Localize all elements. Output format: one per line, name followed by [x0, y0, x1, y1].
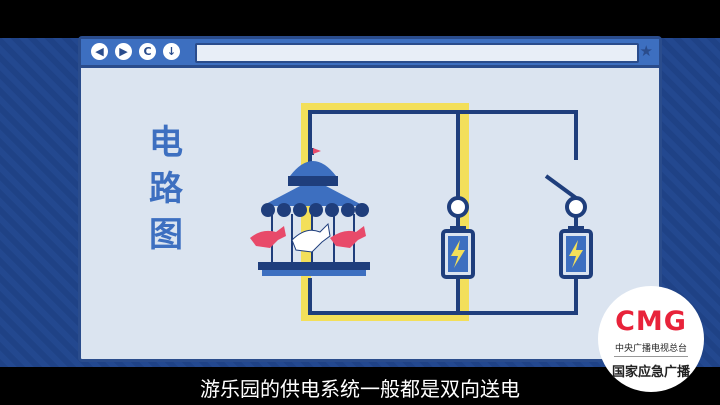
logo-brand: CMG: [615, 306, 687, 337]
letterbox-bottom: [0, 367, 720, 405]
forward-icon[interactable]: ▶: [115, 43, 132, 60]
browser-window: ◀ ▶ C ↓ ★: [78, 36, 662, 362]
letterbox-top: [0, 0, 720, 38]
logo-line-2: 国家应急广播: [611, 365, 690, 380]
back-icon[interactable]: ◀: [91, 43, 108, 60]
refresh-icon[interactable]: C: [139, 43, 156, 60]
battery-left-icon: [441, 226, 475, 279]
browser-toolbar: ◀ ▶ C ↓ ★: [81, 39, 659, 68]
circuit-wires: [308, 110, 578, 315]
switch-lever: [544, 174, 578, 200]
battery-right-icon: [559, 226, 593, 279]
node-right: [565, 196, 587, 218]
address-bar[interactable]: [195, 43, 639, 63]
download-icon[interactable]: ↓: [163, 43, 180, 60]
diagram-title: 电路图: [149, 123, 183, 255]
logo-line-1: 中央广播电视总台: [614, 344, 687, 354]
carousel-icon: [250, 148, 370, 276]
node-left: [447, 196, 469, 218]
cmg-logo: CMG 中央广播电视总台 国家应急广播: [598, 286, 704, 392]
logo-divider: [614, 356, 688, 357]
subtitle-caption: 游乐园的供电系统一般都是双向送电: [200, 377, 520, 401]
star-icon[interactable]: ★: [639, 42, 653, 60]
